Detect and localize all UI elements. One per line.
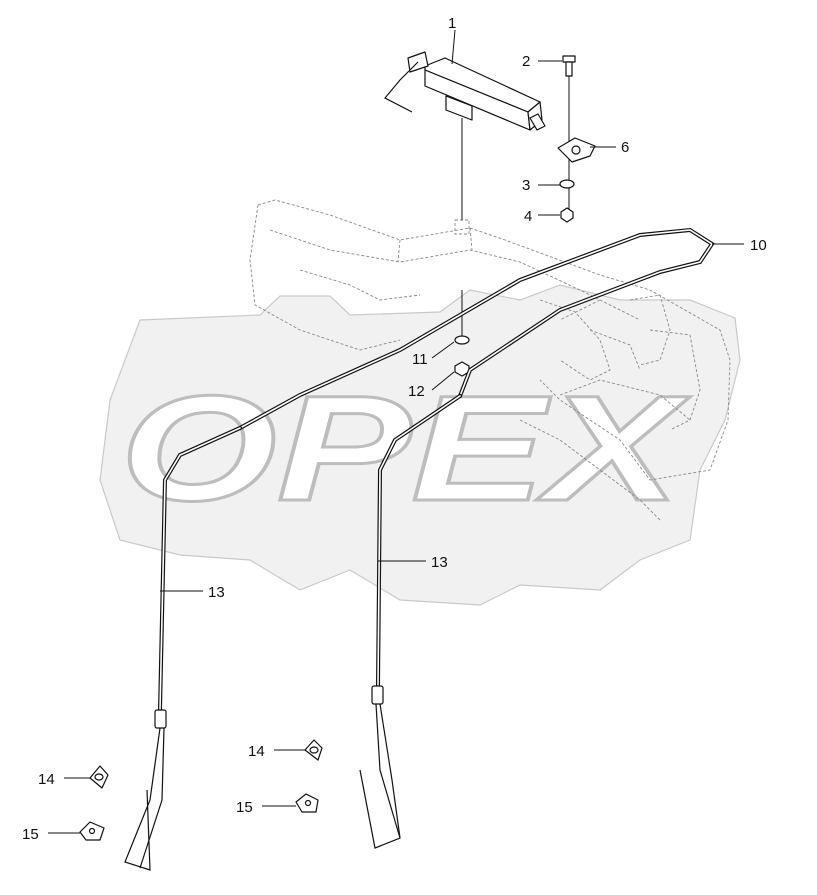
- callout-10: 10: [750, 237, 767, 254]
- callout-labels: 1 2 6 3 4 10 11 12 13 13 14 14 15 15: [22, 15, 767, 843]
- callout-14-right: 14: [248, 743, 265, 760]
- actuator-assembly: [384, 51, 546, 220]
- machine-frame: [249, 199, 731, 521]
- leader-lines: [48, 29, 744, 834]
- cable-loop: [238, 227, 715, 430]
- callout-13-left: 13: [208, 584, 225, 601]
- callout-12: 12: [408, 383, 425, 400]
- rod-left: [124, 426, 242, 871]
- watermark-logo: OPEX: [99, 284, 741, 606]
- callout-3: 3: [522, 177, 530, 194]
- callout-15-right: 15: [236, 799, 253, 816]
- watermark-text: OPEX: [120, 364, 691, 532]
- rod-right: [359, 394, 462, 849]
- callout-15-left: 15: [22, 826, 39, 843]
- clip-14-right: [304, 739, 323, 761]
- bolt-bracket-stack: [557, 55, 596, 223]
- washer-nut-stack: [454, 290, 470, 377]
- callout-6: 6: [621, 139, 629, 156]
- callout-11: 11: [412, 351, 428, 368]
- callout-14-left: 14: [38, 771, 55, 788]
- callout-13-right: 13: [431, 554, 448, 571]
- callout-1: 1: [448, 15, 456, 32]
- callout-2: 2: [522, 53, 530, 70]
- callout-4: 4: [524, 208, 532, 225]
- clip-14-left: [89, 765, 109, 789]
- clip-15-left: [79, 821, 105, 841]
- clip-15-right: [295, 793, 319, 813]
